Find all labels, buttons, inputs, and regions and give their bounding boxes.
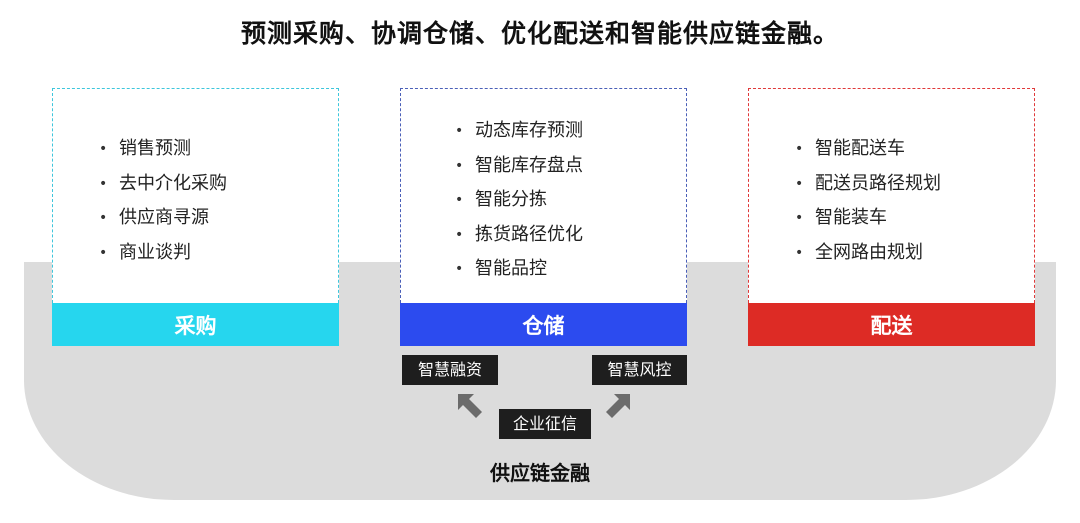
bullet-icon: • — [455, 226, 464, 243]
list-item-label: 去中介化采购 — [119, 172, 227, 194]
list-item-label: 智能分拣 — [475, 189, 547, 210]
bullet-icon: • — [455, 123, 464, 139]
list-item-label: 智能品控 — [475, 258, 547, 279]
bullet-icon: • — [795, 141, 804, 157]
list-item: • 商业谈判 — [99, 236, 227, 271]
page-title: 预测采购、协调仓储、优化配送和智能供应链金融。 — [240, 19, 839, 48]
supply-chain-finance-label: 供应链金融 — [490, 461, 590, 485]
bullet-icon: • — [795, 175, 804, 192]
list-item: • 拣货路径优化 — [455, 218, 583, 253]
procurement-card-body: • 销售预测 • 去中介化采购 • 供应商寻源 • 商业谈判 — [52, 88, 339, 303]
bullet-icon: • — [455, 157, 464, 174]
enterprise-credit-tag: 企业征信 — [499, 409, 591, 439]
list-item: • 供应商寻源 — [99, 201, 227, 236]
bullet-icon: • — [99, 210, 108, 226]
list-item-label: 动态库存预测 — [475, 120, 583, 141]
storage-card: • 动态库存预测 • 智能库存盘点 • 智能分拣 • 拣货路径优化 • 智能品控 仓储 — [400, 88, 687, 346]
list-item-label: 智能配送车 — [815, 138, 905, 159]
list-item: • 智能品控 — [455, 252, 583, 287]
bullet-icon: • — [455, 192, 464, 208]
smart-financing-tag: 智慧融资 — [402, 355, 498, 385]
list-item: • 全网路由规划 — [795, 236, 941, 271]
list-item-label: 拣货路径优化 — [475, 223, 583, 245]
arrow-up-left-icon — [458, 394, 482, 418]
delivery-list: • 智能配送车 • 配送员路径规划 • 智能装车 • 全网路由规划 — [795, 132, 941, 271]
list-item: • 智能配送车 — [795, 132, 941, 167]
list-item-label: 智能装车 — [815, 207, 887, 228]
list-item: • 智能库存盘点 — [455, 149, 583, 184]
storage-list: • 动态库存预测 • 智能库存盘点 • 智能分拣 • 拣货路径优化 • 智能品控 — [455, 114, 583, 287]
list-item-label: 智能库存盘点 — [475, 154, 583, 176]
list-item: • 去中介化采购 — [99, 167, 227, 202]
bullet-icon: • — [795, 210, 804, 226]
storage-card-body: • 动态库存预测 • 智能库存盘点 • 智能分拣 • 拣货路径优化 • 智能品控 — [400, 88, 687, 303]
storage-footer: 仓储 — [400, 303, 687, 346]
procurement-list: • 销售预测 • 去中介化采购 • 供应商寻源 • 商业谈判 — [99, 132, 227, 271]
list-item: • 智能分拣 — [455, 183, 583, 218]
list-item: • 智能装车 — [795, 201, 941, 236]
list-item-label: 配送员路径规划 — [815, 172, 941, 194]
bullet-icon: • — [99, 141, 108, 157]
delivery-card-body: • 智能配送车 • 配送员路径规划 • 智能装车 • 全网路由规划 — [748, 88, 1035, 303]
bullet-icon: • — [99, 175, 108, 192]
smart-risk-control-tag: 智慧风控 — [592, 355, 687, 385]
list-item-label: 供应商寻源 — [119, 207, 209, 228]
bullet-icon: • — [99, 244, 108, 261]
bullet-icon: • — [795, 244, 804, 261]
delivery-footer: 配送 — [748, 303, 1035, 346]
procurement-card: • 销售预测 • 去中介化采购 • 供应商寻源 • 商业谈判 采购 — [52, 88, 339, 346]
list-item-label: 销售预测 — [119, 138, 191, 159]
arrow-up-right-icon — [606, 394, 630, 418]
list-item: • 配送员路径规划 — [795, 167, 941, 202]
bullet-icon: • — [455, 261, 464, 277]
list-item-label: 全网路由规划 — [815, 241, 923, 263]
list-item: • 销售预测 — [99, 132, 227, 167]
list-item-label: 商业谈判 — [119, 241, 191, 263]
list-item: • 动态库存预测 — [455, 114, 583, 149]
delivery-card: • 智能配送车 • 配送员路径规划 • 智能装车 • 全网路由规划 配送 — [748, 88, 1035, 346]
procurement-footer: 采购 — [52, 303, 339, 346]
